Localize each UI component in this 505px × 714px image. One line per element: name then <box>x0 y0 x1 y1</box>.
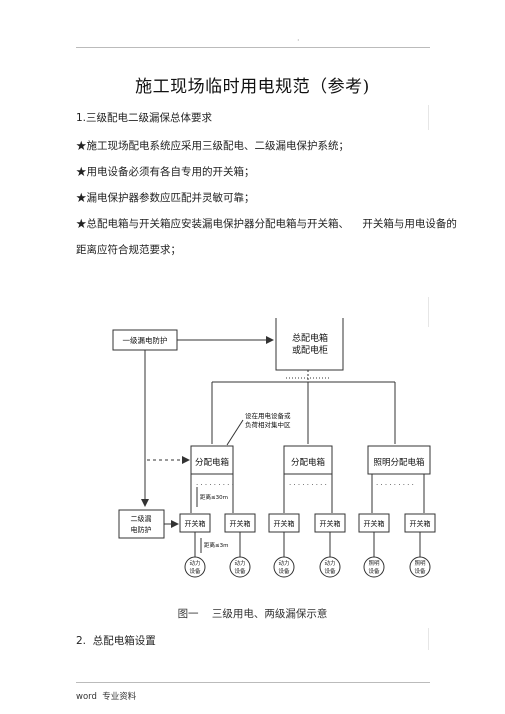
header-rule <box>76 47 430 48</box>
switch-box-label: 开关箱 <box>185 519 206 528</box>
svg-text:. . . . . . . . .: . . . . . . . . . <box>289 479 327 487</box>
equipment-label: 动力 <box>189 559 200 567</box>
page-top-mark: · <box>297 36 300 45</box>
note-pointer <box>226 419 244 446</box>
note-label-1: 设在用电设备或 <box>245 411 291 420</box>
equipment-circle <box>409 556 431 578</box>
page-footer: word 专业资料 <box>76 692 137 702</box>
switch-box-label: 开关箱 <box>274 519 295 528</box>
distribution-box-2-label: 分配电箱 <box>291 457 326 468</box>
level1-leakage-label: 一级漏电防护 <box>123 335 168 345</box>
page-title: 施工现场临时用电规范（参考) <box>135 77 370 97</box>
switch-box-label: 开关箱 <box>320 519 341 528</box>
equipment-label: 动力 <box>324 559 335 567</box>
margin-bar <box>428 297 429 327</box>
switch-box-label: 开关箱 <box>230 519 251 528</box>
equipment-circle <box>273 556 295 578</box>
equipment-circle <box>229 556 251 578</box>
distribution-box-1 <box>190 445 234 475</box>
svg-text:. . . . . . . . .: . . . . . . . . . <box>196 479 234 487</box>
svg-text:. . . . . . . . .: . . . . . . . . . <box>376 479 414 487</box>
distribution-box-1-label: 分配电箱 <box>195 457 230 468</box>
requirement-item: ★用电设备必须有各自专用的开关箱； <box>76 166 255 178</box>
equipment-label: 设备 <box>324 567 336 575</box>
note-label-2: 负荷相对集中区 <box>245 420 291 429</box>
requirement-item: ★总配电箱与开关箱应安装漏电保护器分配电箱与开关箱、 开关箱与用电设备的 <box>76 218 457 230</box>
section-1-heading: 1.三级配电二级漏保总体要求 <box>76 112 213 124</box>
equipment-label: 动力 <box>278 559 289 567</box>
section-2-heading: 2. 总配电箱设置 <box>76 635 156 647</box>
level2-leakage-label-2: 电防护 <box>131 525 152 534</box>
distance-3m-label: 距离≤3m <box>204 541 228 549</box>
distribution-box-3 <box>367 445 431 475</box>
equipment-label: 动力 <box>234 559 245 567</box>
requirement-item-continuation: 距离应符合规范要求； <box>76 244 181 256</box>
equipment-label: 照明 <box>414 560 426 567</box>
equipment-label: 设备 <box>414 567 426 575</box>
switch-box-label: 开关箱 <box>410 519 431 528</box>
margin-bar <box>428 105 429 130</box>
margin-bar <box>428 628 429 650</box>
level2-leakage-label-1: 二级漏 <box>131 514 152 523</box>
distance-30m-label: 距离≤30m <box>200 493 228 501</box>
equipment-label: 设备 <box>278 567 290 575</box>
distribution-box-3-label: 照明分配电箱 <box>373 457 425 468</box>
equipment-circle <box>184 556 206 578</box>
equipment-label: 设备 <box>189 567 201 575</box>
switch-box-label: 开关箱 <box>364 519 385 528</box>
requirement-item: ★施工现场配电系统应采用三级配电、二级漏电保护系统； <box>76 140 349 152</box>
equipment-label: 照明 <box>368 560 380 567</box>
equipment-circle <box>319 556 341 578</box>
figure-caption: 图一 三级用电、两级漏保示意 <box>177 608 328 620</box>
main-box-label-1: 总配电箱 <box>292 332 328 344</box>
distribution-box-2 <box>283 445 333 475</box>
equipment-label: 设备 <box>234 567 246 575</box>
main-distribution-box <box>275 318 344 371</box>
equipment-label: 设备 <box>368 567 380 575</box>
equipment-circle <box>363 556 385 578</box>
main-box-label-2: 或配电柜 <box>292 344 328 356</box>
requirement-item: ★漏电保护器参数应匹配并灵敏可靠； <box>76 192 255 204</box>
footer-rule <box>76 682 430 683</box>
